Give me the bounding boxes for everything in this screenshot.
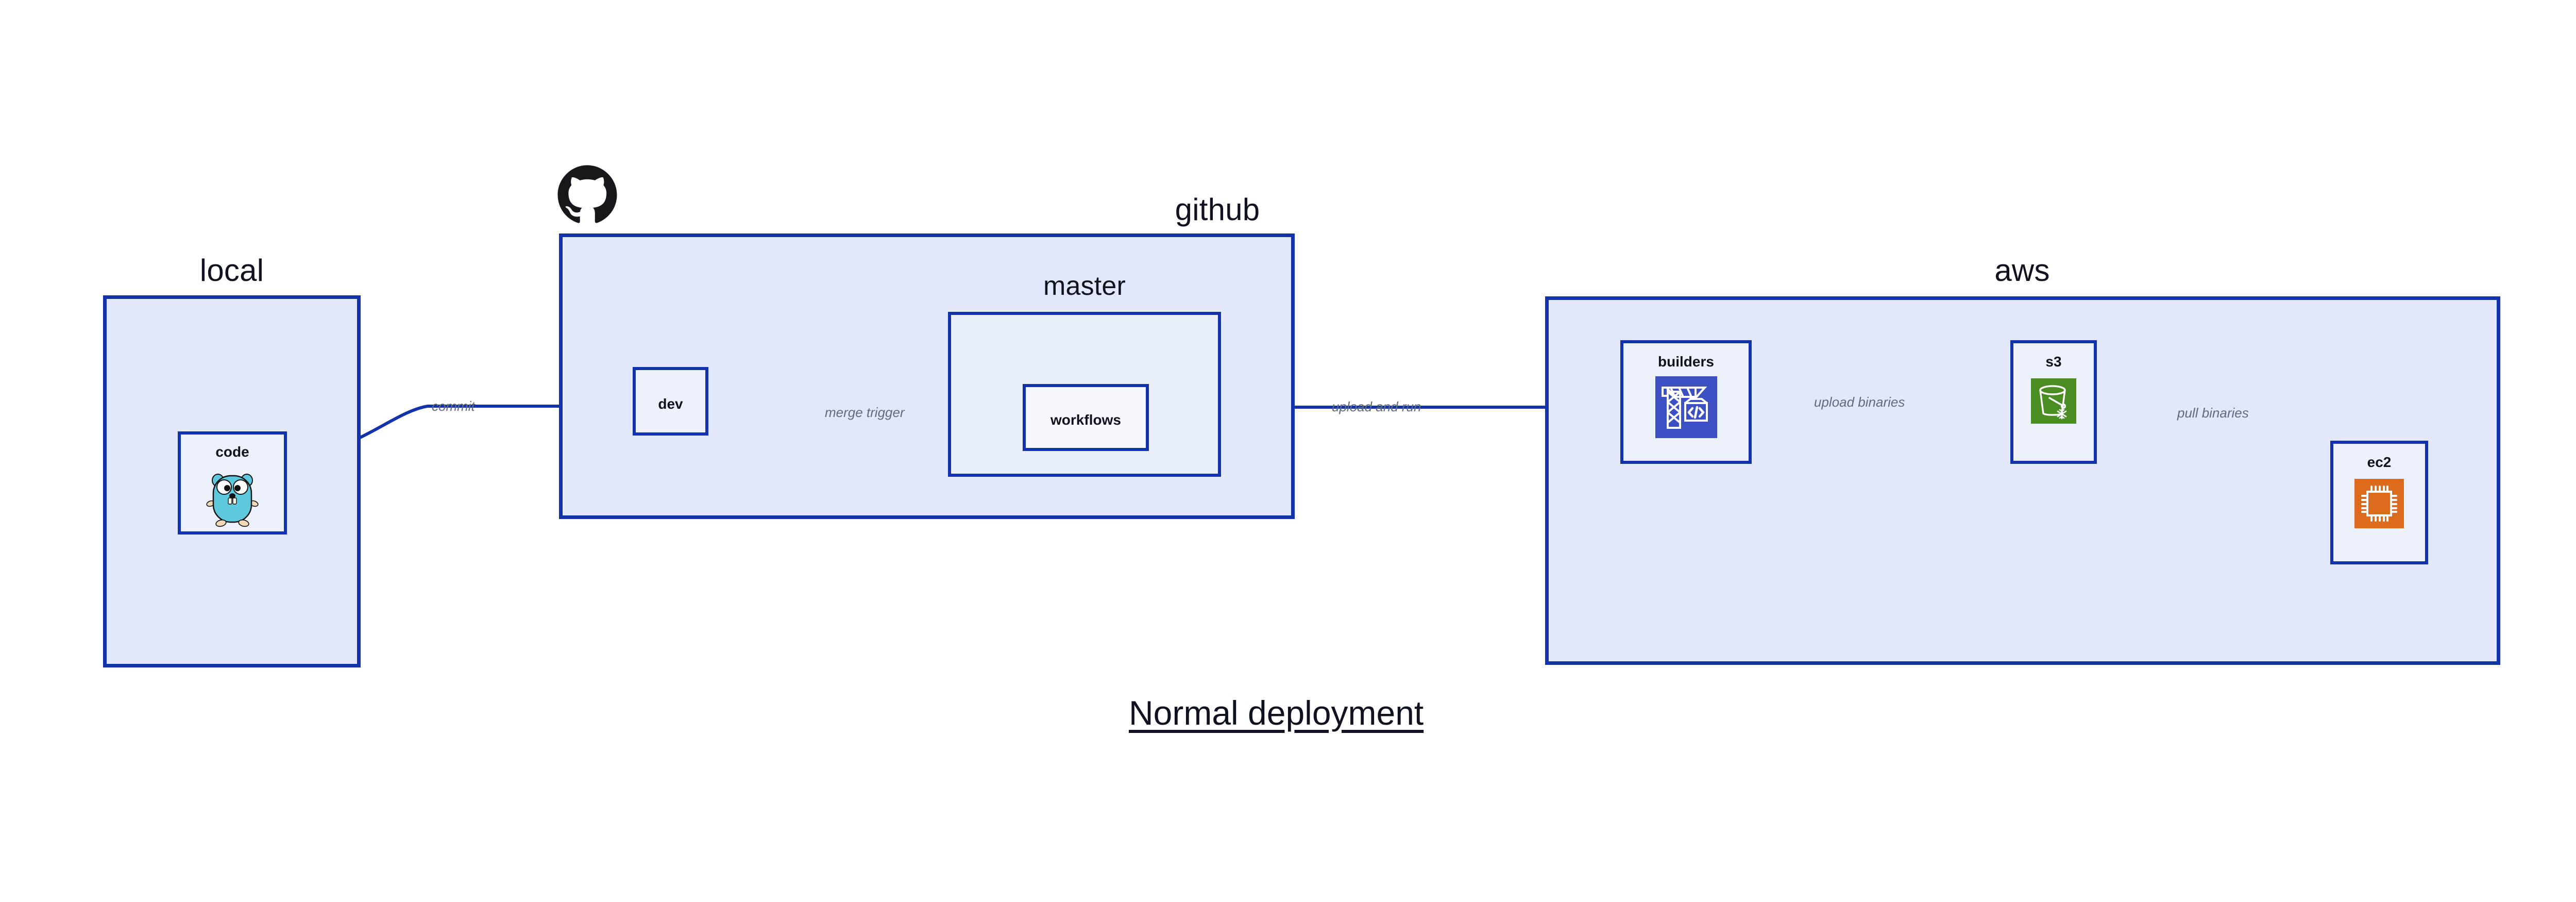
crane-code-icon (1655, 376, 1717, 438)
node-workflows-label: workflows (1050, 412, 1121, 428)
node-builders-label: builders (1658, 354, 1714, 370)
subgroup-title-master: master (1043, 271, 1126, 301)
edge-label-upload-binaries: upload binaries (1814, 394, 1905, 410)
node-s3[interactable]: s3 (2010, 340, 2097, 464)
edge-label-upload-and-run: upload and run (1332, 399, 1421, 414)
node-dev-label: dev (658, 396, 683, 412)
node-ec2-label: ec2 (2367, 454, 2392, 470)
node-dev[interactable]: dev (633, 367, 708, 436)
node-ec2[interactable]: ec2 (2330, 441, 2428, 564)
node-code[interactable]: code (178, 431, 287, 534)
go-gopher-icon (204, 466, 261, 528)
edge-label-pull-binaries: pull binaries (2177, 405, 2249, 421)
cpu-chip-icon (2354, 479, 2404, 528)
node-s3-label: s3 (2045, 354, 2062, 370)
s3-bucket-icon (2031, 378, 2076, 424)
edge-label-merge-trigger: merge trigger (825, 405, 905, 420)
diagram-title: Normal deployment (1129, 694, 1424, 732)
node-builders[interactable]: builders (1620, 340, 1752, 464)
node-code-label: code (215, 444, 249, 460)
group-title-github: github (1175, 192, 1260, 227)
node-workflows[interactable]: workflows (1023, 384, 1149, 451)
edge-label-commit: commit (432, 398, 475, 414)
group-title-local: local (199, 253, 264, 288)
github-octocat-logo (556, 164, 618, 226)
group-local (103, 295, 361, 667)
group-title-aws: aws (1994, 253, 2050, 288)
